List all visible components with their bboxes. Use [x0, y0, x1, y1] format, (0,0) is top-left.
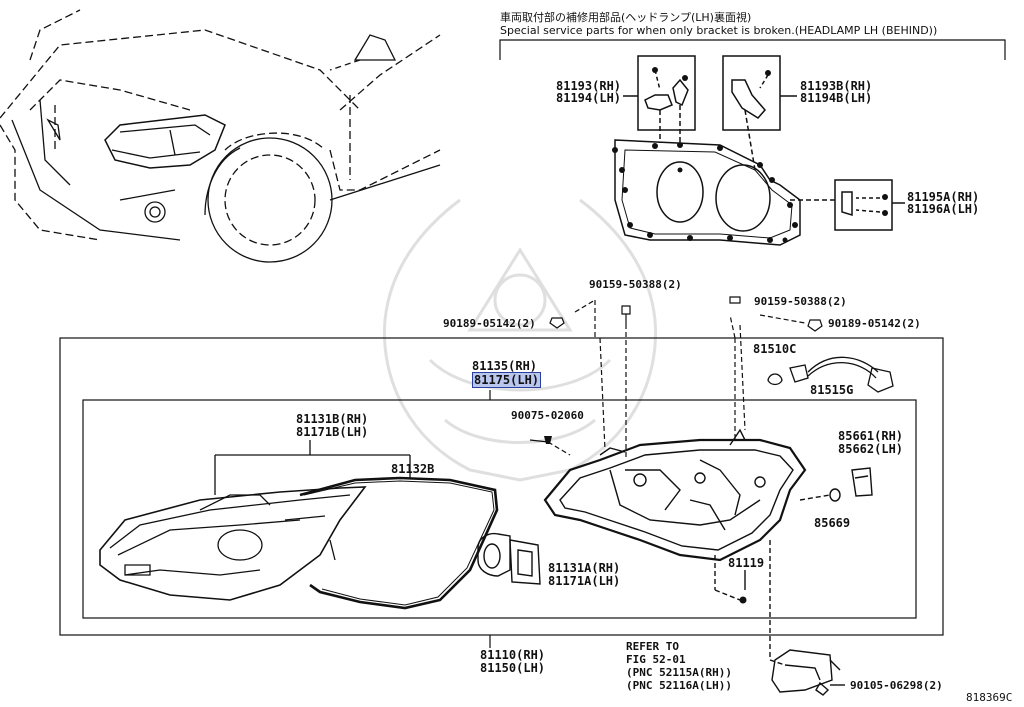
part-81510c[interactable]: 81510C: [753, 342, 797, 356]
part-90159-left[interactable]: 90159-50388(2): [589, 278, 682, 291]
bulb-unit: [477, 532, 541, 585]
part-85661[interactable]: 85661(RH): [838, 429, 904, 443]
part-81110[interactable]: 81110(RH): [480, 648, 546, 662]
part-85662[interactable]: 85662(LH): [838, 442, 904, 456]
part-81194b[interactable]: 81194B(LH): [800, 91, 873, 105]
headlamp-back-mount-dots: [612, 67, 888, 243]
part-81193[interactable]: 81193(RH): [556, 79, 622, 93]
part-81131b[interactable]: 81131B(RH): [296, 412, 369, 426]
part-81135[interactable]: 81135(RH): [472, 359, 538, 373]
part-90189-right[interactable]: 90189-05142(2): [828, 317, 921, 330]
part-90189-left[interactable]: 90189-05142(2): [443, 317, 536, 330]
part-81150[interactable]: 81150(LH): [480, 661, 546, 675]
part-81193b[interactable]: 81193B(RH): [800, 79, 873, 93]
fasteners-top: [549, 296, 823, 332]
part-81515g[interactable]: 81515G: [810, 383, 854, 397]
headlamp-lens: [99, 440, 499, 610]
part-81131a[interactable]: 81131A(RH): [548, 561, 621, 575]
header-english: Special service parts for when only brac…: [500, 24, 938, 37]
car-front-illustration: [0, 9, 441, 263]
fastener-leaders: [529, 324, 746, 460]
assembly-frames: [59, 299, 944, 648]
lower-bracket: [771, 649, 845, 696]
part-81171a[interactable]: 81171A(LH): [548, 574, 621, 588]
highlight-81175: 81175(LH): [472, 372, 542, 388]
wiring-connector: [767, 356, 894, 393]
leveling-actuator: [829, 467, 873, 502]
header-bracket: [499, 39, 1006, 60]
small-screws: [544, 436, 747, 604]
part-90105[interactable]: 90105-06298(2): [850, 679, 943, 692]
header-japanese: 車両取付部の補修用部品(ヘッドランプ(LH)裏面視): [500, 11, 752, 24]
watermark-emblem: [382, 198, 658, 482]
part-81195a[interactable]: 81195A(RH): [907, 190, 980, 204]
part-81194[interactable]: 81194(LH): [556, 91, 622, 105]
headlamp-housing: [543, 428, 831, 666]
part-81132b[interactable]: 81132B: [391, 462, 435, 476]
part-81119[interactable]: 81119: [728, 556, 765, 570]
refer-to-line-4: (PNC 52116A(LH)): [626, 679, 732, 692]
part-90075[interactable]: 90075-02060: [511, 409, 584, 422]
refer-to-line-2: FIG 52-01: [626, 653, 686, 666]
refer-to-line-1: REFER TO: [626, 640, 679, 653]
diagram-id: 818369C: [966, 691, 1013, 704]
refer-to-line-3: (PNC 52115A(RH)): [626, 666, 732, 679]
part-81175-highlighted[interactable]: 81175(LH): [472, 372, 542, 388]
part-90159-right[interactable]: 90159-50388(2): [754, 295, 847, 308]
part-81196a[interactable]: 81196A(LH): [907, 202, 980, 216]
part-81171b[interactable]: 81171B(LH): [296, 425, 369, 439]
part-85669[interactable]: 85669: [814, 516, 851, 530]
